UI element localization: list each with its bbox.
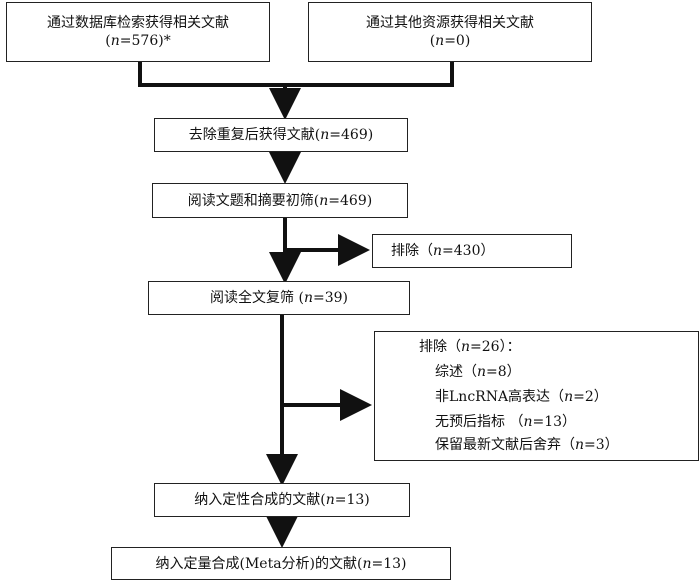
database-search-title: 通过数据库检索获得相关文献 <box>47 15 229 31</box>
fulltext-label: 阅读全文复筛 (n=39) <box>210 290 348 306</box>
exclude-first-label: 排除（n=430） <box>391 243 495 259</box>
exclude-reason-item: 保留最新文献后舍弃（n=3） <box>435 437 619 453</box>
other-sources-count: (n=0) <box>429 33 471 49</box>
box-dedup: 去除重复后获得文献(n=469) <box>154 118 408 152</box>
other-sources-title: 通过其他资源获得相关文献 <box>366 15 534 31</box>
quantitative-label: 纳入定量合成(Meta分析)的文献(n=13) <box>155 555 407 572</box>
box-exclude-first: 排除（n=430） <box>372 234 572 268</box>
exclude-reason-item: 综述（n=8） <box>435 364 521 380</box>
box-other-sources: 通过其他资源获得相关文献 (n=0) <box>308 2 592 62</box>
title-abstract-label: 阅读文题和摘要初筛(n=469) <box>187 192 373 209</box>
box-fulltext-screen: 阅读全文复筛 (n=39) <box>148 281 410 315</box>
box-title-abstract-screen: 阅读文题和摘要初筛(n=469) <box>152 183 408 218</box>
box-exclude-second: 排除（n=26）： 综述（n=8） 非LncRNA高表达（n=2） 无预后指标 … <box>374 331 699 461</box>
box-database-search: 通过数据库检索获得相关文献 (n=576)* <box>6 2 270 62</box>
dedup-label: 去除重复后获得文献(n=469) <box>188 127 374 143</box>
qualitative-label: 纳入定性合成的文献(n=13) <box>194 492 370 508</box>
box-qualitative-synthesis: 纳入定性合成的文献(n=13) <box>154 483 410 517</box>
exclude-reason-item: 非LncRNA高表达（n=2） <box>435 389 608 405</box>
exclude-second-header: 排除（n=26）： <box>419 339 521 355</box>
exclude-reason-item: 无预后指标 （n=13） <box>435 414 577 430</box>
database-search-count: (n=576)* <box>105 33 171 49</box>
box-quantitative-synthesis: 纳入定量合成(Meta分析)的文献(n=13) <box>111 547 451 580</box>
